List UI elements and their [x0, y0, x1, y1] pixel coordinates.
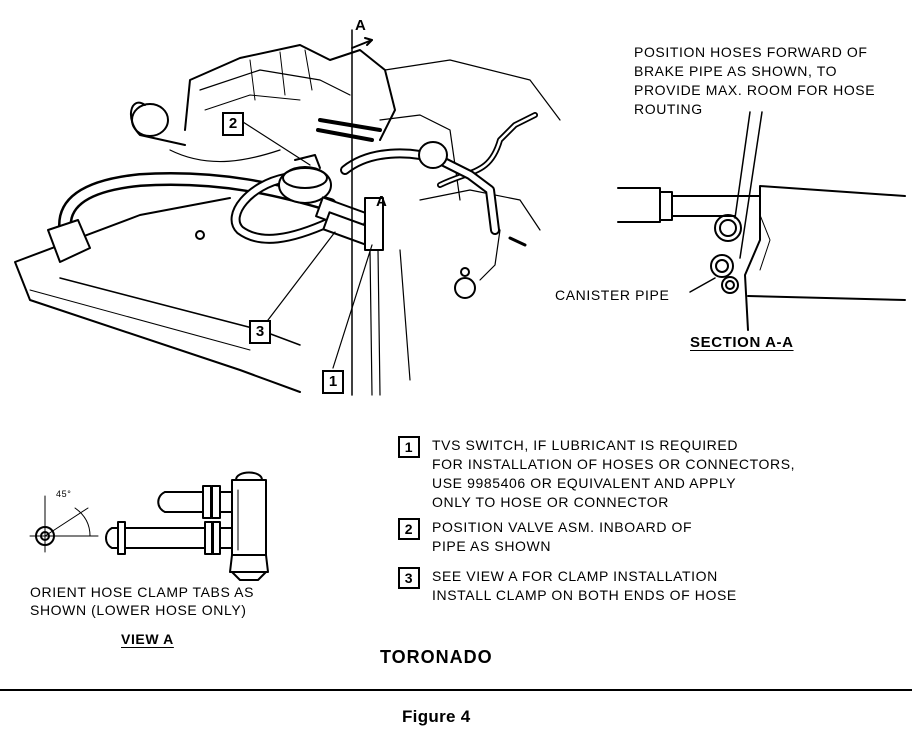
note-3-text: SEE VIEW A FOR CLAMP INSTALLATION INSTAL… — [432, 568, 737, 603]
callout-2: 2 — [222, 112, 244, 136]
note-2-text: POSITION VALVE ASM. INBOARD OF PIPE AS S… — [432, 519, 693, 554]
section-marker-bottom: A — [376, 193, 388, 210]
section-note-line-2: BRAKE PIPE AS SHOWN, TO — [634, 63, 838, 79]
view-a-sketch — [29, 471, 269, 581]
note-3-number: 3 — [398, 567, 420, 589]
callout-3: 3 — [249, 320, 271, 344]
note-1-text: TVS SWITCH, IF LUBRICANT IS REQUIRED FOR… — [432, 437, 796, 510]
note-1-number: 1 — [398, 436, 420, 458]
view-a-note-line-2: SHOWN (LOWER HOSE ONLY) — [30, 602, 247, 618]
callout-1: 1 — [322, 370, 344, 394]
section-note-line-3: PROVIDE MAX. ROOM FOR HOSE — [634, 82, 876, 98]
section-a-a-title: SECTION A-A — [690, 334, 794, 351]
section-a-a-sketch — [617, 111, 906, 331]
section-marker-top: A — [355, 17, 367, 34]
view-a-note-line-1: ORIENT HOSE CLAMP TABS AS — [30, 584, 255, 600]
view-a-title: VIEW A — [121, 631, 174, 647]
section-note-line-4: ROUTING — [634, 101, 703, 117]
section-note-line-1: POSITION HOSES FORWARD OF — [634, 44, 868, 60]
angle-label: 45° — [56, 489, 72, 499]
canister-pipe-label: CANISTER PIPE — [555, 287, 670, 303]
figure-caption: Figure 4 — [402, 707, 471, 726]
model-name: TORONADO — [380, 647, 493, 667]
note-2-number: 2 — [398, 518, 420, 540]
